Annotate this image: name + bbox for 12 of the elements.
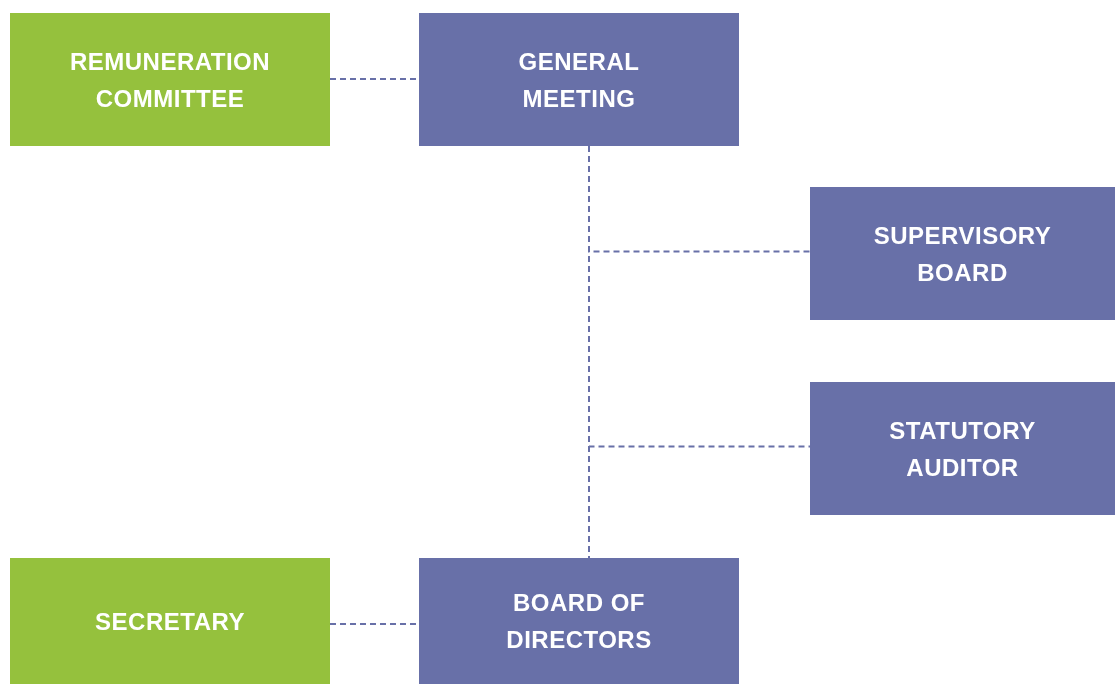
org-box <box>419 13 739 146</box>
box-label: SECRETARY <box>95 606 245 637</box>
box-label: BOARD OF DIRECTORS <box>505 588 653 655</box>
org-box <box>10 13 330 146</box>
box-label: REMUNERATION COMMITTEE <box>68 46 272 114</box>
org-box <box>419 558 739 684</box>
org-box <box>10 558 330 684</box>
org-box <box>810 382 1115 515</box>
box-label: STATUTORY AUDITOR <box>888 415 1037 483</box>
box-label: SUPERVISORY BOARD <box>872 220 1053 288</box>
org-box <box>810 187 1115 320</box>
box-label: GENERAL MEETING <box>517 46 641 114</box>
